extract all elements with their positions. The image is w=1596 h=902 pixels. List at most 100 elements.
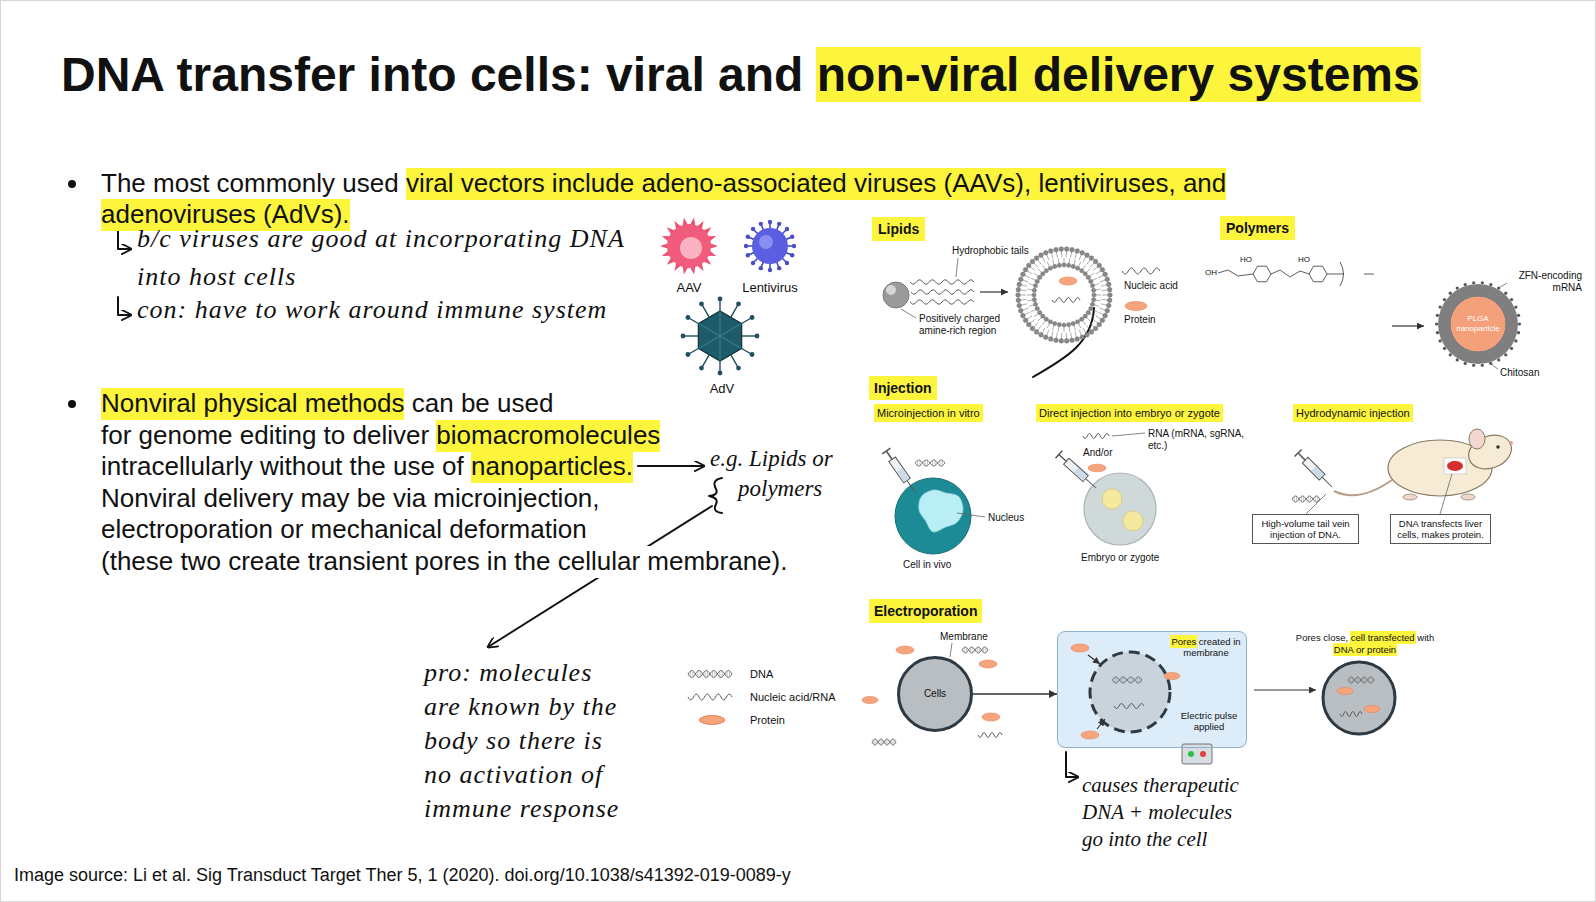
lipid-tail — [1093, 310, 1097, 312]
label-wrap: Pores close, cell transfected with DNA o… — [1292, 632, 1438, 655]
label-wrap: electroporation or mechanical deformatio… — [101, 514, 587, 546]
capsid-facet — [720, 336, 742, 349]
lipid-tail — [1093, 319, 1098, 323]
lipid-head-small — [1092, 298, 1096, 302]
virus-fiber-knob — [718, 371, 723, 376]
label-wrap: con: have to work around immune system — [137, 294, 607, 326]
text-label: AAV — [676, 280, 701, 296]
highlighted-text: Injection — [869, 376, 937, 400]
legend-text: DNA — [750, 667, 773, 681]
lipid-tail — [1074, 325, 1076, 330]
lipid-tail — [1102, 299, 1108, 301]
virus-spike-knob — [759, 222, 763, 226]
lipid-tail — [1093, 267, 1098, 271]
capsid-facet — [698, 336, 720, 349]
syringe-icon — [1295, 450, 1336, 491]
label-wrap: Nucleic acid — [1124, 279, 1178, 292]
electroporator-device — [1182, 744, 1212, 764]
lipid-head-small — [1105, 308, 1110, 313]
label-wrap: viral vectors include adeno-associated v… — [406, 168, 1226, 200]
dna-strand — [1292, 496, 1320, 502]
protein-blob — [1364, 705, 1380, 712]
dna-strand — [915, 460, 945, 466]
lipid-head-small — [1090, 302, 1094, 306]
lipid-tail — [1025, 275, 1030, 278]
virus-spike — [660, 243, 668, 248]
protein-blob — [1071, 644, 1089, 652]
dna-strand — [1348, 677, 1374, 683]
lipid-tail — [1047, 324, 1049, 328]
lipid-head-small — [1062, 263, 1066, 267]
legend-item: Protein — [750, 713, 785, 727]
lipid-tail — [1102, 289, 1108, 291]
lipid-tail — [1100, 308, 1106, 310]
lipid-tail — [1093, 278, 1097, 280]
rna-strand — [910, 280, 974, 284]
label-wrap: can be used — [412, 388, 554, 420]
dna-helix — [872, 739, 896, 745]
lipid-tail — [1075, 253, 1077, 259]
lipid-tail — [1090, 314, 1094, 317]
dna-helix — [1292, 496, 1320, 502]
lipid-tail — [1029, 305, 1034, 307]
protein-blob — [1337, 687, 1353, 694]
text-label: The most commonly used — [101, 168, 399, 200]
lipid-head-small — [1086, 275, 1090, 279]
lipid-head-small — [1035, 307, 1039, 311]
rna-strand — [1122, 268, 1160, 274]
image-source-caption: Image source: Li et al. Sig Transduct Ta… — [14, 864, 791, 886]
lipid-tail — [1079, 262, 1081, 266]
lipid-tail — [1066, 333, 1067, 339]
text-label: HO — [1298, 255, 1310, 265]
virus-fiber-knob — [718, 297, 723, 302]
dna-strand — [915, 460, 945, 466]
lipid-head-small — [1030, 259, 1035, 264]
dna-helix — [915, 460, 945, 466]
lipid-tail — [1096, 300, 1101, 302]
lipid-tail — [1031, 278, 1035, 280]
legend-text: Nucleic acid/RNA — [750, 690, 836, 704]
lipid-head-small — [1105, 277, 1110, 282]
virus-fiber-knob — [750, 352, 755, 357]
virus-fiber-knob — [699, 366, 704, 371]
lipid-head-small — [1085, 253, 1090, 258]
dna-helix — [962, 647, 988, 653]
label-wrap: biomacromolecules — [436, 420, 660, 452]
lipid-head-small — [1054, 338, 1059, 343]
highlighted-text: Lipids — [872, 217, 925, 241]
virus-spike-knob — [792, 244, 796, 248]
lipid-head-small — [1044, 317, 1048, 321]
lipid-head-small — [1064, 339, 1069, 344]
text-label: ZFN-encoding mRNA — [1510, 270, 1582, 294]
lipid-head-small — [1108, 293, 1113, 298]
lipid-head-small — [1075, 249, 1080, 254]
lipid-head-small — [1071, 264, 1075, 268]
text-label: Pores close, cell transfected with DNA o… — [1292, 632, 1438, 655]
text-label: Cell in vivo — [903, 558, 951, 571]
text-label: can be used — [412, 388, 554, 420]
label-wrap: OH — [1205, 268, 1217, 278]
chitosan-dot — [1517, 314, 1520, 317]
highlighted-text: nanoparticles. — [471, 451, 633, 483]
label-wrap: Microinjection in vitro — [874, 404, 983, 422]
lipid-tail — [1058, 258, 1060, 263]
virus-spike-knob — [777, 222, 781, 226]
lipid-head-small — [1049, 337, 1054, 342]
lipid-head-small — [1017, 282, 1022, 287]
lipid-head-small — [1089, 279, 1093, 283]
legend-text: Protein — [750, 713, 785, 727]
lipid-head-small — [1033, 284, 1037, 288]
virus-fiber — [731, 355, 738, 366]
lipid-head-small — [1067, 263, 1071, 267]
lipid-tail — [1074, 260, 1076, 265]
lipid-head-small — [1053, 264, 1057, 268]
lipid-head-small — [1100, 267, 1105, 272]
rna-strand — [911, 290, 974, 294]
text-label: HO — [1240, 255, 1252, 265]
lipid-tail — [1061, 333, 1062, 339]
label-wrap: The most commonly used — [101, 168, 399, 200]
lipid-tail — [1053, 325, 1055, 330]
text-label: AdV — [710, 381, 735, 397]
lipid-head-small — [1018, 277, 1023, 282]
lipid-head-small — [1093, 326, 1098, 331]
